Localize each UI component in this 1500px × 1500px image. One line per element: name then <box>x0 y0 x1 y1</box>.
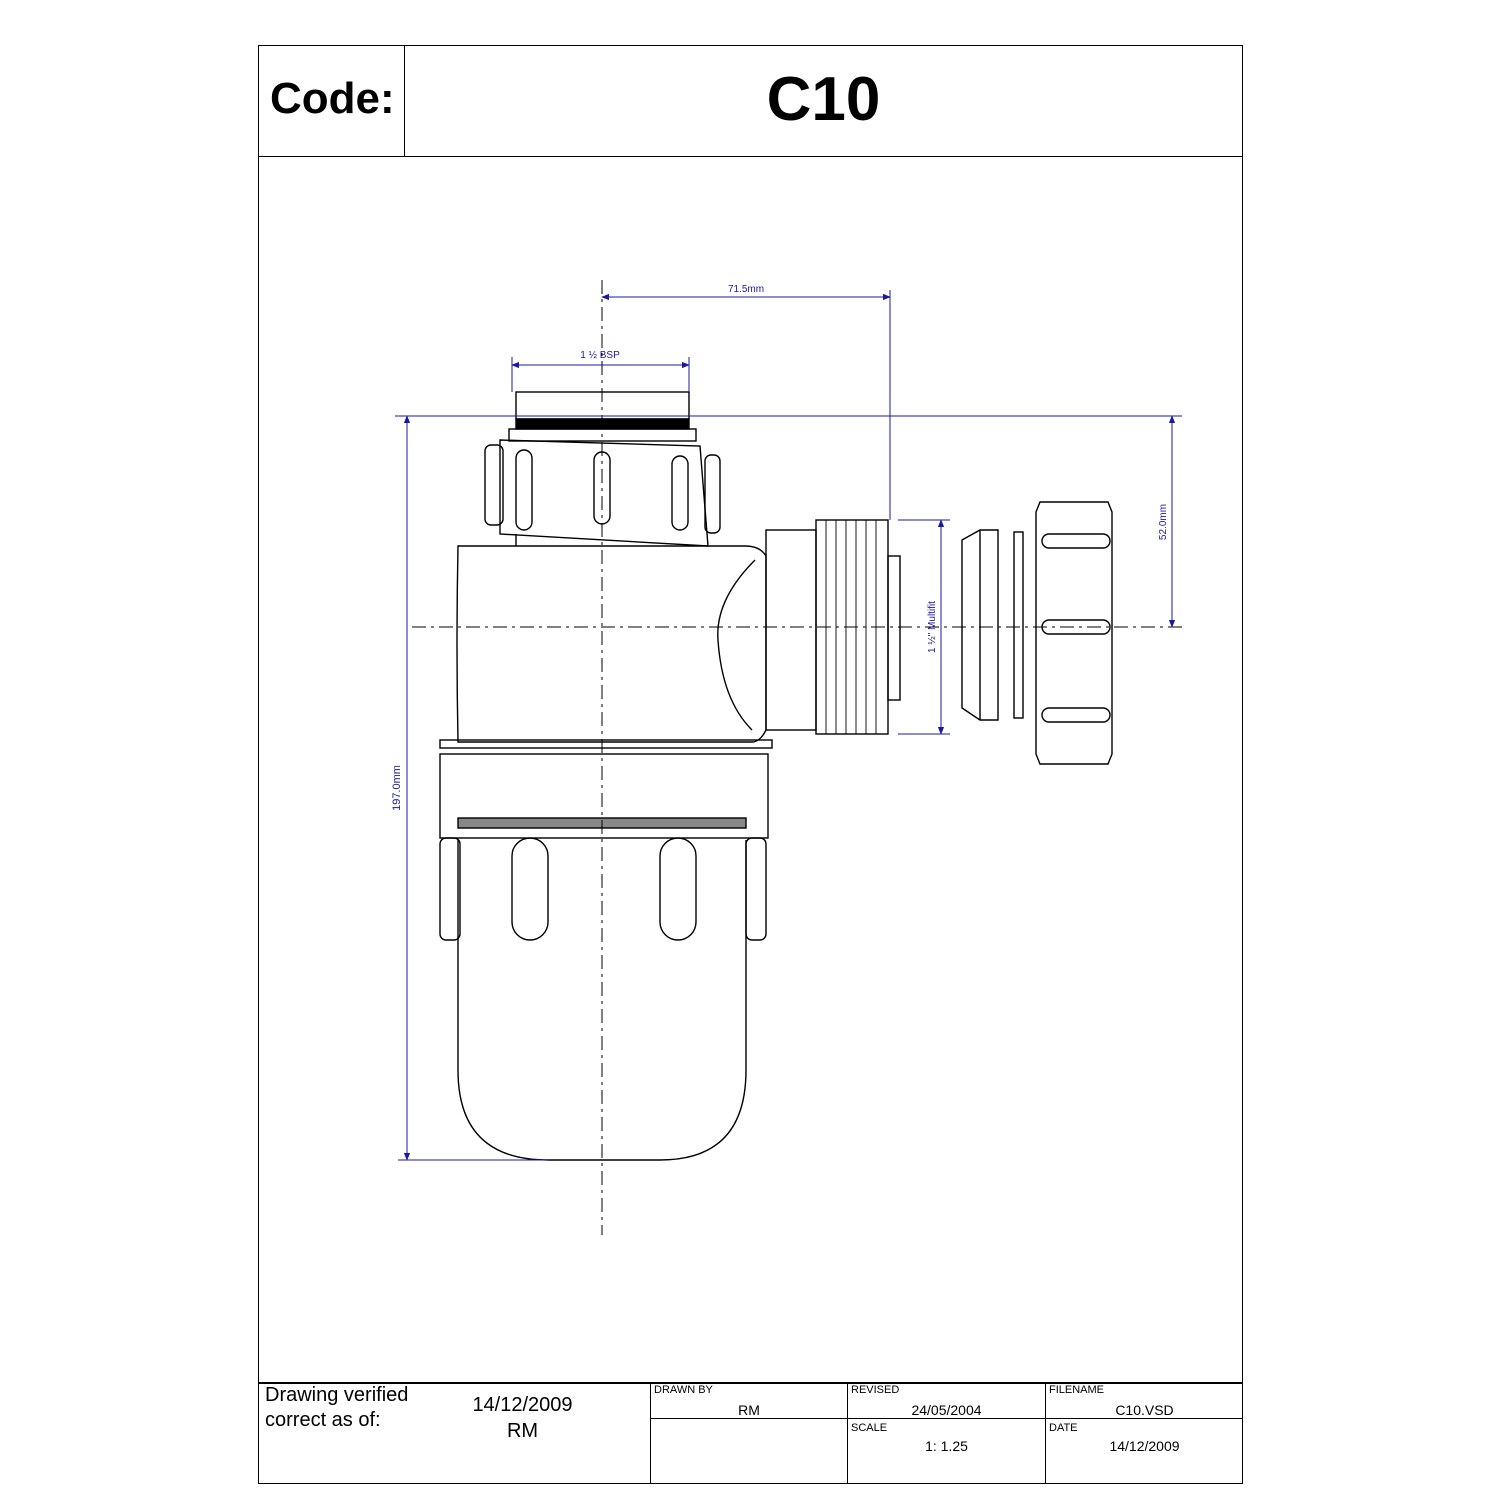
dimension-labels: 71.5mm 1 ½ BSP 197.0mm 52.0mm 1 ½" Multi… <box>391 284 1169 811</box>
drawing-frame <box>258 45 1243 1484</box>
title-block-div-1 <box>650 1382 651 1484</box>
verified-date: 14/12/2009 <box>472 1394 573 1416</box>
filename-value: C10.VSD <box>1115 1402 1174 1418</box>
nut-slot-1 <box>515 449 533 531</box>
outlet-curve <box>717 559 756 731</box>
nut-rib-right <box>704 454 721 534</box>
compression-nut <box>1035 501 1113 765</box>
trap-outline <box>439 391 1113 1161</box>
scale-value: 1: 1.25 <box>925 1438 968 1454</box>
code-label: Code: <box>270 74 395 123</box>
bottle-cup <box>457 840 747 1161</box>
bottle-rib-left <box>439 837 461 941</box>
dim-inlet-thread: 1 ½ BSP <box>580 350 620 361</box>
title-block-div-3 <box>1045 1382 1046 1484</box>
header-divider <box>258 156 1243 157</box>
outlet-washer <box>1013 531 1024 719</box>
drawn-by-value: RM <box>738 1402 760 1418</box>
bottle-slot-1 <box>511 837 549 941</box>
dim-outlet-size: 1 ½" Multifit <box>927 601 938 653</box>
verified-by: RM <box>506 1420 539 1442</box>
revised-label: REVISED <box>851 1384 900 1396</box>
bottle-upper-band <box>439 753 769 839</box>
verified-label-line1: Drawing verified <box>265 1384 409 1406</box>
cnut-slot-1 <box>1041 533 1111 549</box>
nut-rib-left <box>484 444 504 526</box>
dim-outlet-height: 52.0mm <box>1158 504 1169 540</box>
filename-label: FILENAME <box>1049 1384 1105 1396</box>
drawn-by-label: DRAWN BY <box>654 1384 713 1396</box>
outlet-spigot <box>765 529 817 731</box>
header-column-divider <box>404 45 405 156</box>
dim-overall-width: 71.5mm <box>728 284 764 295</box>
title-block-mid-line <box>650 1418 1243 1419</box>
verified-label-line2: correct as of: <box>265 1409 381 1431</box>
bottle-slot-2 <box>659 837 697 941</box>
scale-label: SCALE <box>851 1422 888 1434</box>
nut-slot-3 <box>671 455 689 531</box>
date-value: 14/12/2009 <box>1109 1438 1180 1454</box>
outlet-lip <box>887 555 901 701</box>
date-label: DATE <box>1049 1422 1078 1434</box>
trap-body <box>456 545 767 743</box>
dimension-lines <box>395 290 1182 1161</box>
revised-value: 24/05/2004 <box>911 1402 982 1418</box>
body-collar <box>439 739 773 749</box>
dim-overall-height: 197.0mm <box>391 765 403 811</box>
title-block-div-2 <box>847 1382 848 1484</box>
centre-lines <box>412 280 1185 1235</box>
bottle-rib-right <box>745 837 767 941</box>
title-block-top-line <box>258 1382 1243 1384</box>
cnut-slot-3 <box>1041 707 1111 723</box>
code-value: C10 <box>766 65 881 134</box>
